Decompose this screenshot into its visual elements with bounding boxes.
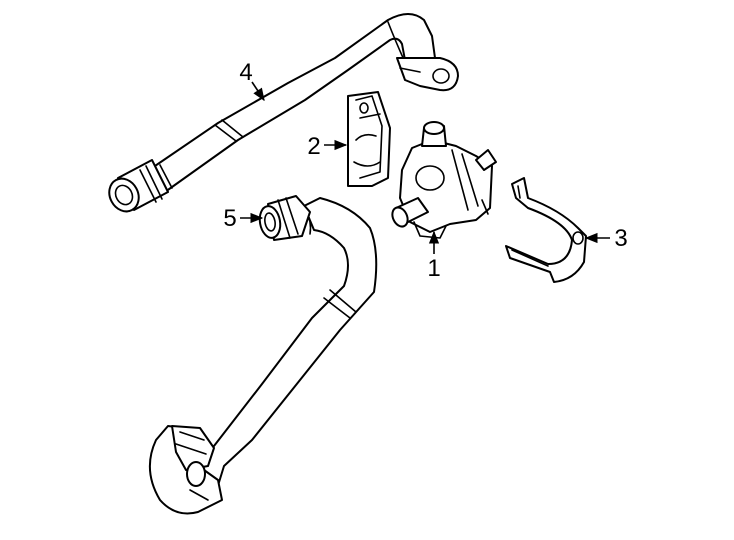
- lower-coolant-hose: [148, 195, 378, 515]
- pump-strap-bracket: [505, 177, 587, 283]
- callout-label-5: 5: [223, 205, 236, 232]
- callout-2: 2: [307, 133, 348, 160]
- mounting-bracket: [347, 91, 391, 187]
- callout-label-4: 4: [239, 59, 252, 86]
- auxiliary-water-pump: [391, 121, 497, 239]
- callout-5: 5: [223, 205, 264, 232]
- callout-label-1: 1: [427, 255, 440, 282]
- callout-1: 1: [427, 230, 441, 282]
- callout-3: 3: [584, 225, 628, 252]
- callout-label-2: 2: [307, 133, 320, 160]
- callout-4: 4: [239, 59, 265, 102]
- callout-label-3: 3: [614, 225, 627, 252]
- upper-coolant-hose: [108, 13, 459, 213]
